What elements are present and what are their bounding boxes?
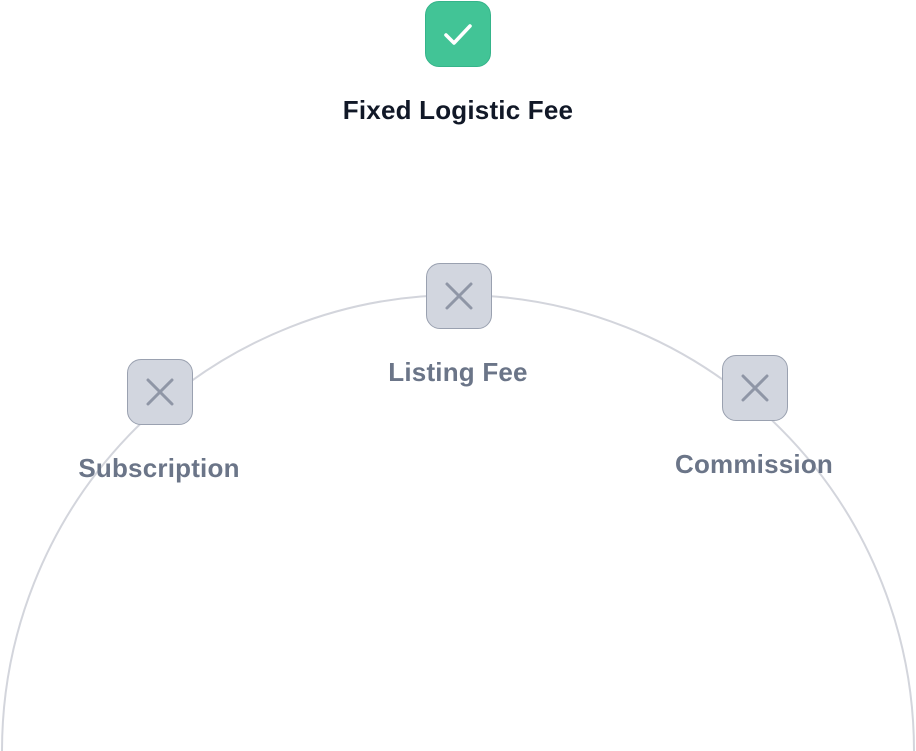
subscription-node[interactable] <box>127 359 193 425</box>
commission-label: Commission <box>674 449 834 479</box>
fixed-logistic-fee-node[interactable] <box>425 1 491 67</box>
x-icon <box>146 378 174 406</box>
x-icon <box>445 282 473 310</box>
x-icon <box>741 374 769 402</box>
commission-node[interactable] <box>722 355 788 421</box>
subscription-label: Subscription <box>78 453 240 483</box>
fixed-logistic-fee-label: Fixed Logistic Fee <box>342 95 574 125</box>
check-icon <box>444 24 472 45</box>
listing-fee-label: Listing Fee <box>388 357 528 387</box>
listing-fee-node[interactable] <box>426 263 492 329</box>
